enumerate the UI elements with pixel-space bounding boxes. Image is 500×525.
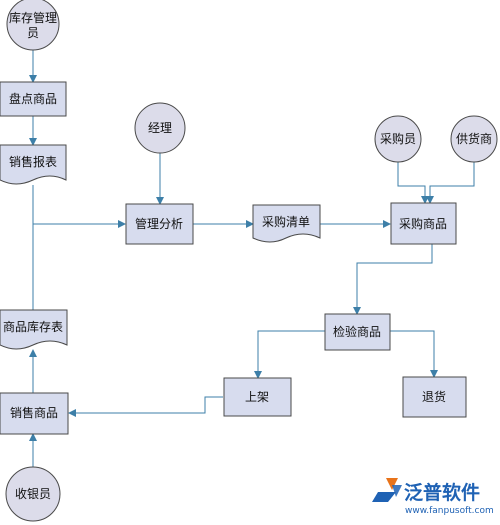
- process-purchase-goods: 采购商品: [390, 202, 457, 245]
- manager-label: 经理: [148, 121, 172, 135]
- actor-cashier: 收银员: [5, 466, 61, 522]
- arrow-inspect-to-return: [390, 330, 438, 378]
- process-sell-goods: 销售商品: [0, 392, 69, 435]
- warehouse-keeper-label-line1: 库存管理: [9, 10, 57, 25]
- purchase-list-label: 采购清单: [262, 214, 310, 229]
- arrow-salesreport-to-analysis: [32, 185, 126, 228]
- document-purchase-list: 采购清单: [252, 204, 321, 243]
- actor-manager: 经理: [134, 102, 186, 154]
- actor-supplier: 供货商: [450, 115, 498, 163]
- arrow-purchase-to-inspect: [353, 244, 433, 315]
- arrow-supplier-to-purchase: [426, 162, 475, 204]
- document-sales-report: 销售报表: [0, 144, 67, 185]
- sell-goods-label: 销售商品: [10, 405, 58, 420]
- process-return-goods: 退货: [402, 376, 467, 418]
- return-goods-label: 退货: [422, 389, 446, 404]
- fanpu-logo-site: www.fanpusoft.com: [405, 506, 494, 516]
- actor-buyer: 采购员: [374, 115, 422, 163]
- arrow-shelve-to-sales: [68, 396, 223, 417]
- sales-report-label: 销售报表: [9, 154, 57, 169]
- fanpu-logo: 泛普软件 www.fanpusoft.com: [372, 478, 494, 516]
- management-analysis-label: 管理分析: [135, 216, 183, 231]
- goods-stock-table-label: 商品库存表: [3, 319, 63, 334]
- inspect-goods-label: 检验商品: [333, 324, 381, 339]
- process-management-analysis: 管理分析: [125, 203, 194, 245]
- process-shelve: 上架: [223, 377, 292, 417]
- process-inspect-goods: 检验商品: [324, 313, 391, 351]
- stocktake-label: 盘点商品: [9, 91, 57, 106]
- actor-warehouse-keeper: 库存管理 员: [6, 0, 60, 51]
- shelve-label: 上架: [245, 390, 269, 404]
- document-goods-stock-table: 商品库存表: [0, 309, 68, 350]
- process-stocktake: 盘点商品: [0, 81, 67, 117]
- arrow-inspect-to-shelve: [254, 330, 330, 379]
- supplier-label: 供货商: [456, 131, 492, 146]
- connectors: [29, 50, 475, 467]
- fanpu-logo-icon: [372, 478, 402, 502]
- buyer-label: 采购员: [380, 131, 416, 146]
- arrow-buyer-to-purchase: [397, 162, 429, 204]
- cashier-label: 收银员: [15, 487, 51, 501]
- purchase-goods-label: 采购商品: [399, 216, 447, 231]
- warehouse-keeper-label-line2: 员: [27, 26, 39, 40]
- fanpu-logo-name: 泛普软件: [404, 481, 480, 504]
